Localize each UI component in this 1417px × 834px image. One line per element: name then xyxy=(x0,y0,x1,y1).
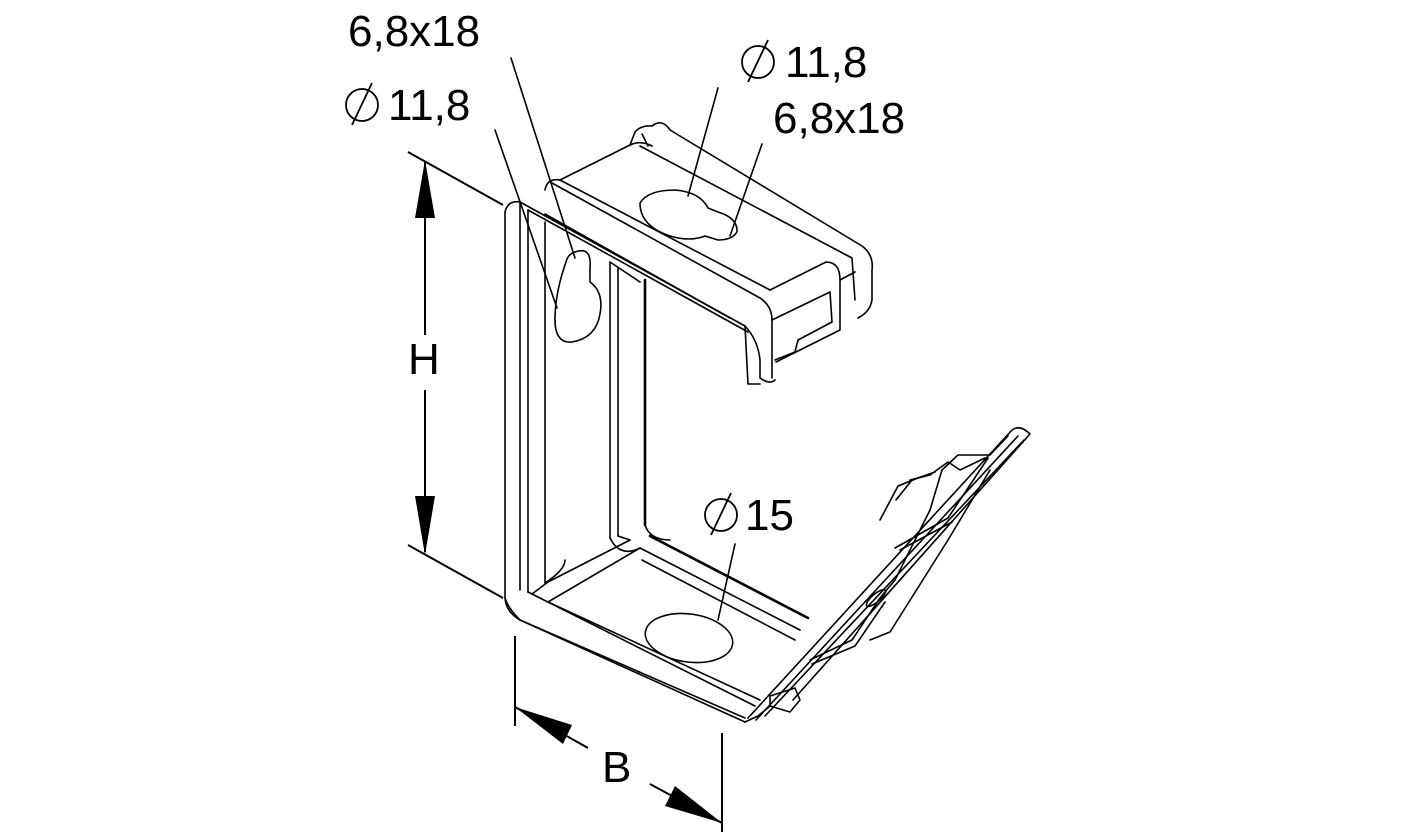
label-slot-size-top: 6,8x18 xyxy=(773,94,905,143)
arrow-up-icon xyxy=(415,160,435,218)
label-slot-size-left: 6,8x18 xyxy=(348,7,480,56)
annotation-top-slot: 6,8x18 xyxy=(773,94,905,143)
bracket-body xyxy=(504,122,874,723)
diameter-icon xyxy=(741,39,775,83)
hole-clip xyxy=(865,588,887,608)
label-width: B xyxy=(602,743,631,792)
keyhole-top xyxy=(639,189,738,241)
annotation-bottom-hole: 15 xyxy=(704,491,794,540)
hinged-clip xyxy=(747,426,1031,721)
diameter-icon xyxy=(345,82,379,126)
dimension-width: B xyxy=(514,636,723,832)
arrow-left-icon xyxy=(515,707,572,744)
label-height: H xyxy=(408,335,440,384)
diameter-icon xyxy=(704,492,738,536)
annotation-left-slot: 6,8x18 xyxy=(348,7,480,56)
label-hole-diameter-top: 11,8 xyxy=(785,38,867,87)
keyhole-left xyxy=(554,249,602,343)
label-hole-diameter-bottom: 15 xyxy=(745,491,794,540)
annotation-top-hole: 11,8 xyxy=(741,38,867,87)
leader-lines xyxy=(494,57,763,621)
annotation-left-hole: 11,8 xyxy=(345,81,470,130)
dimension-height: H xyxy=(407,151,504,599)
label-hole-diameter-left: 11,8 xyxy=(388,81,470,130)
arrow-down-icon xyxy=(415,496,435,555)
hole-bottom xyxy=(644,612,734,664)
arrow-right-icon xyxy=(665,786,722,823)
